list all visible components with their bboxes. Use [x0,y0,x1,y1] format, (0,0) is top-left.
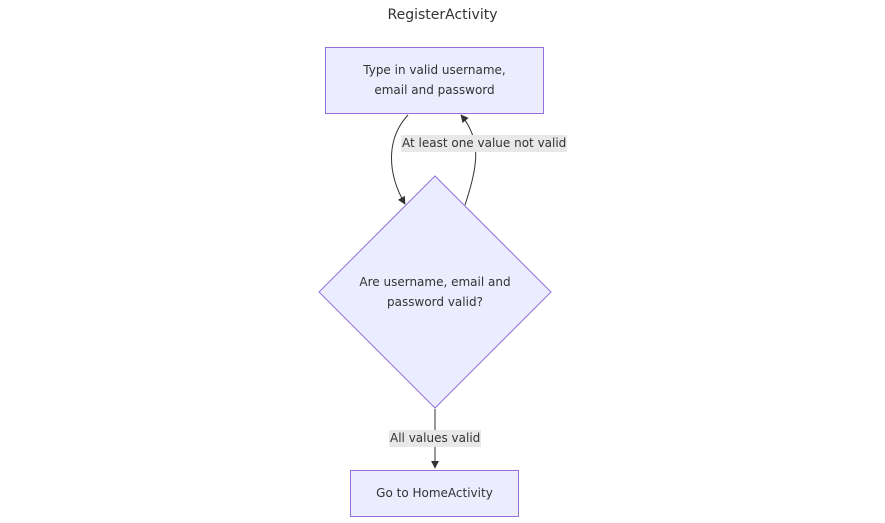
home-node-label: Go to HomeActivity [376,486,493,500]
edge-input-to-decision [391,114,409,205]
decision-node-label-line1: Are username, email and [359,275,511,289]
edge-label-invalid: At least one value not valid [401,135,568,152]
input-node-label: Type in valid username, email and passwo… [325,60,544,100]
input-node-label-line1: Type in valid username, [363,63,506,77]
decision-node-label-line2: password valid? [387,295,483,309]
edge-decision-to-input [460,114,477,206]
input-node-box [325,47,544,114]
edge-label-valid: All values valid [389,430,482,447]
decision-node-diamond [318,175,552,409]
diagram-title: RegisterActivity [387,7,498,23]
home-node-box [350,470,519,517]
input-node-label-line2: email and password [374,83,495,97]
decision-node-label: Are username, email and password valid? [319,272,551,312]
